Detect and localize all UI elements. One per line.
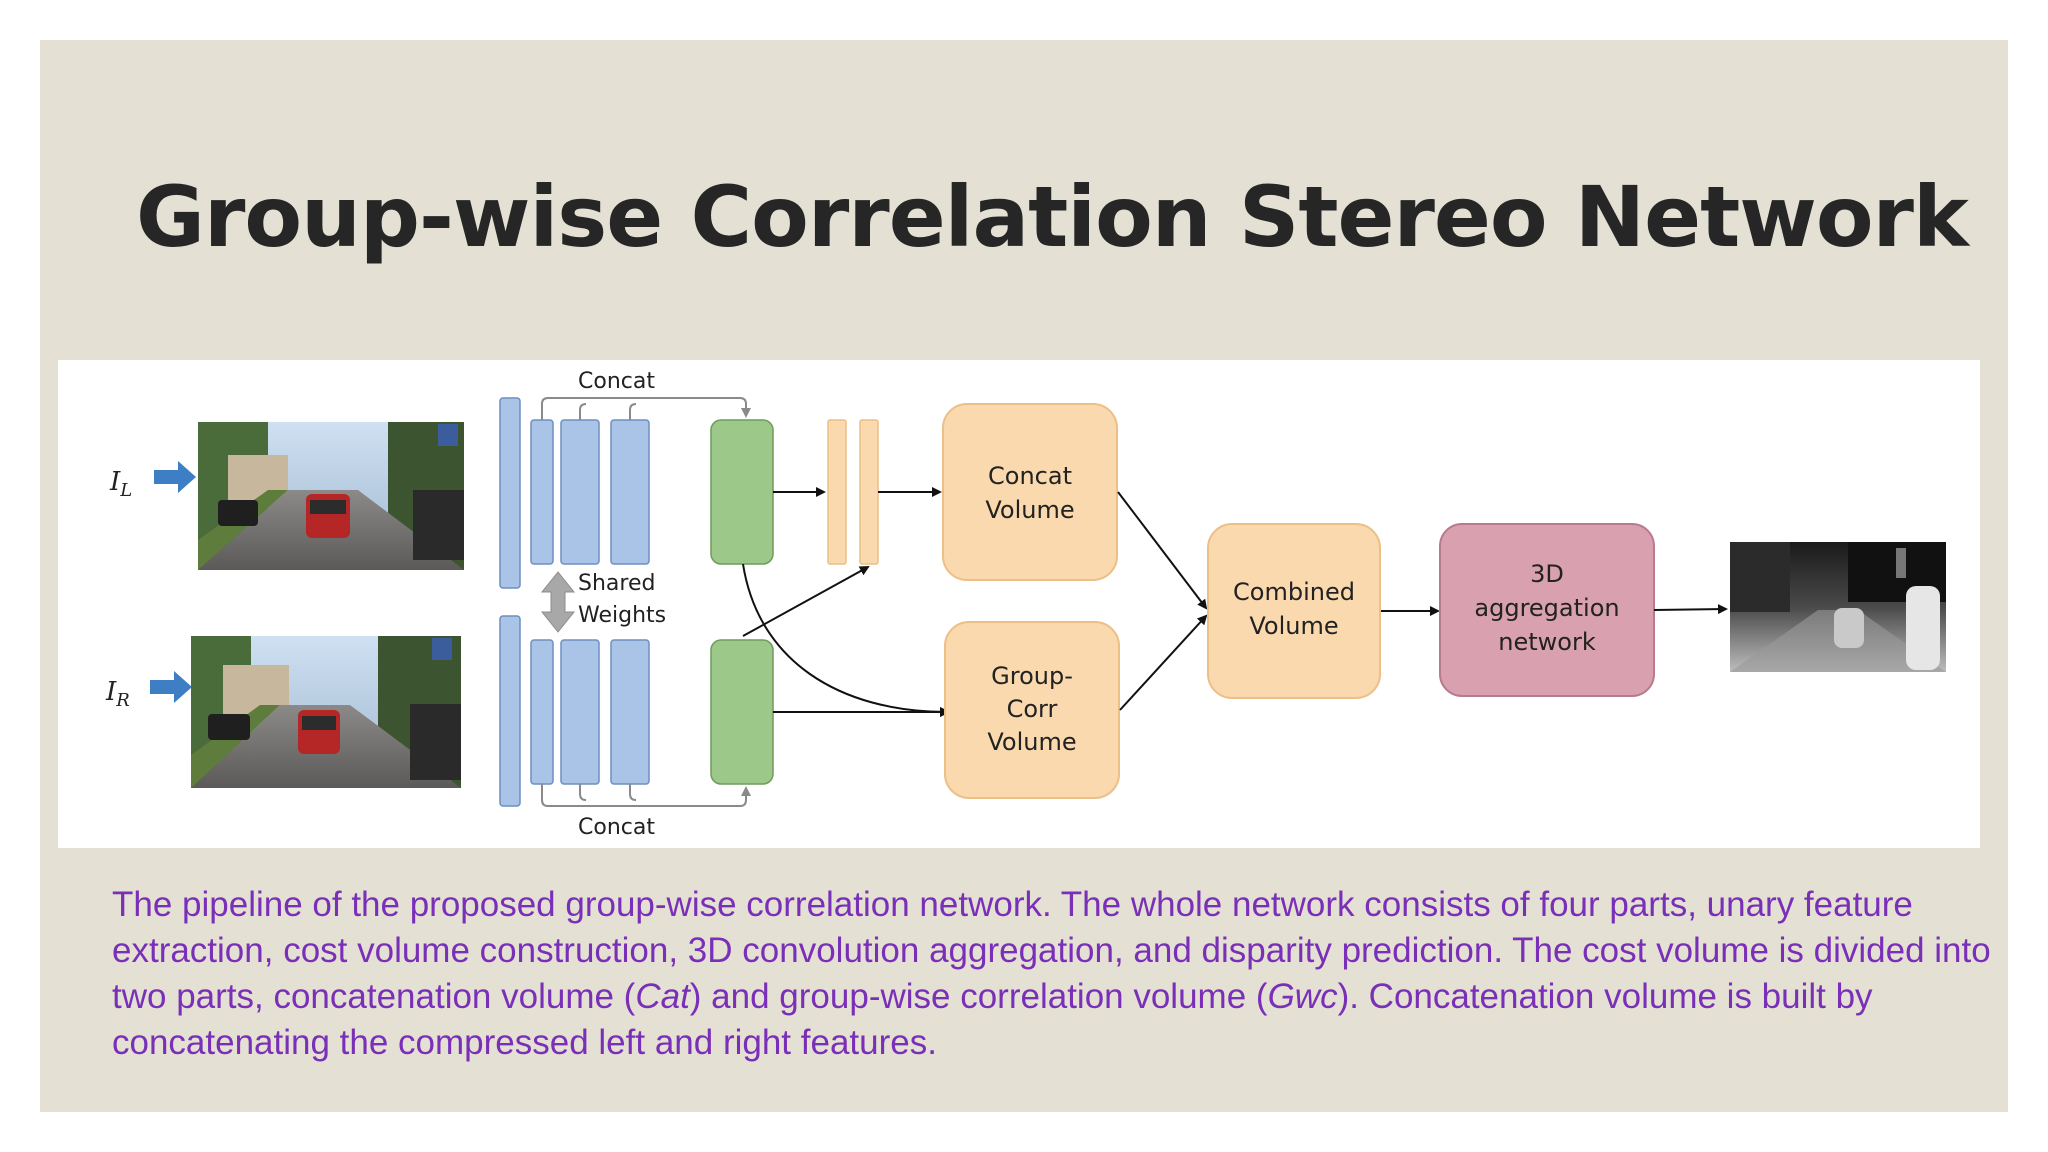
concat-bottom-label: Concat: [578, 815, 655, 840]
disparity-output-image: [1730, 542, 1946, 672]
input-left-label: IL: [109, 467, 132, 501]
input-left-arrow-icon: [154, 461, 196, 493]
concat-bracket-top: [541, 397, 751, 420]
concat-top-label: Concat: [578, 369, 655, 394]
combined-volume-line2: Volume: [1249, 612, 1338, 640]
right-image: [191, 636, 461, 788]
caption-text-3: ). Concatenation volume is built by conc…: [112, 977, 1873, 1062]
combined-volume-box: [1207, 523, 1381, 699]
concat-bracket-bottom: [541, 784, 751, 807]
slide-title: Group-wise Correlation Stereo Network: [136, 168, 1969, 266]
groupcorr-volume-line2: Corr: [1007, 695, 1058, 723]
feature-block-left: [710, 419, 774, 565]
volume-arrows: [1117, 491, 1208, 711]
shared-weights-label-line1: Shared: [578, 571, 655, 596]
combined-volume-line1: Combined: [1233, 578, 1355, 606]
figure-caption: The pipeline of the proposed group-wise …: [112, 882, 1992, 1066]
shared-weights-label-line2: Weights: [578, 603, 666, 628]
aggregation-line1: 3D: [1530, 560, 1564, 588]
aggregation-line3: network: [1498, 628, 1596, 656]
feature-arrows: [742, 487, 950, 717]
caption-cat: Cat: [635, 977, 690, 1016]
compressed-feature-left: [827, 419, 847, 565]
pipeline-diagram: IL IR: [105, 369, 1946, 840]
caption-text-1: The pipeline of the proposed group-wise …: [112, 885, 1991, 1016]
groupcorr-volume-box: [944, 621, 1120, 799]
concat-volume-box: [942, 403, 1118, 581]
groupcorr-volume-line3: Volume: [987, 728, 1076, 756]
left-image: [198, 422, 464, 570]
aggregation-line2: aggregation: [1474, 594, 1619, 622]
caption-gwc: Gwc: [1267, 977, 1338, 1016]
unary-features-right: [499, 615, 650, 807]
concat-volume-line1: Concat: [988, 462, 1072, 490]
concat-volume-line2: Volume: [985, 496, 1074, 524]
slide: Group-wise Correlation Stereo Network: [40, 40, 2008, 1112]
compressed-feature-right: [859, 419, 879, 565]
caption-text-2: ) and group-wise correlation volume (: [689, 977, 1268, 1016]
input-right-label: IR: [105, 677, 130, 711]
unary-features-left: [499, 397, 650, 589]
pipeline-figure: IL IR: [58, 360, 1980, 848]
groupcorr-volume-line1: Group-: [991, 662, 1073, 690]
shared-weights-arrow-icon: [540, 571, 576, 633]
feature-block-right: [710, 639, 774, 785]
input-right-arrow-icon: [150, 671, 192, 703]
aggregation-to-output-arrow: [1653, 604, 1728, 615]
